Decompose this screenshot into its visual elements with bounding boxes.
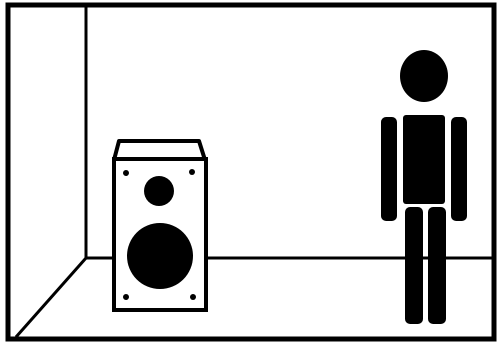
person-left-arm: [381, 117, 397, 221]
person-right-leg: [428, 207, 446, 324]
person-right-arm: [451, 117, 467, 221]
person-head: [400, 50, 448, 102]
speaker-tweeter: [144, 176, 174, 206]
speaker-screw: [123, 294, 129, 300]
speaker-screw: [189, 169, 195, 175]
speaker-screw: [190, 294, 196, 300]
speaker-screw: [123, 170, 129, 176]
speaker-woofer: [127, 223, 193, 289]
person-left-leg: [405, 207, 423, 324]
loudspeaker: [114, 141, 206, 310]
person-torso: [403, 115, 445, 204]
